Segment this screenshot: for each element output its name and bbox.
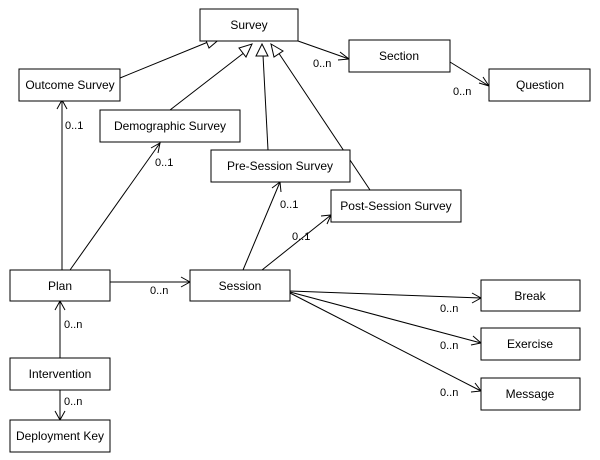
class-box-session[interactable]: Session <box>189 269 291 302</box>
inheritance-triangle-post-session <box>270 42 284 58</box>
class-box-deployment-key[interactable]: Deployment Key <box>9 419 111 453</box>
class-label-intervention: Intervention <box>29 367 92 381</box>
class-box-message[interactable]: Message <box>480 377 581 411</box>
class-label-outcome-survey: Outcome Survey <box>25 78 114 92</box>
edge-session-to-exercise <box>289 291 482 344</box>
arrowhead-demographic <box>150 142 161 154</box>
multiplicity-intervention-plan: 0..n <box>64 319 82 331</box>
multiplicity-plan-demographic: 0..1 <box>155 157 173 169</box>
multiplicity-plan-session: 0..n <box>150 285 168 297</box>
multiplicity-session-exercise: 0..n <box>440 340 458 352</box>
class-box-question[interactable]: Question <box>488 68 591 102</box>
arrowhead-message <box>470 382 482 393</box>
class-label-message: Message <box>506 387 555 401</box>
class-box-section[interactable]: Section <box>348 39 451 73</box>
class-label-plan: Plan <box>48 279 72 293</box>
multiplicity-intervention-key: 0..n <box>64 396 82 408</box>
class-box-post-session-survey[interactable]: Post-Session Survey <box>330 189 462 223</box>
multiplicity-session-message: 0..n <box>440 387 458 399</box>
class-label-demographic-survey: Demographic Survey <box>114 119 226 133</box>
multiplicity-session-break: 0..n <box>440 303 458 315</box>
class-box-pre-session-survey[interactable]: Pre-Session Survey <box>210 149 351 183</box>
edge-outcome-to-survey <box>119 39 214 79</box>
edge-session-to-break <box>289 290 482 299</box>
class-label-pre-session-survey: Pre-Session Survey <box>227 159 333 173</box>
class-label-section: Section <box>379 49 419 63</box>
class-box-plan[interactable]: Plan <box>9 269 111 302</box>
inheritance-triangle-pre-session <box>255 42 269 57</box>
edge-post-session-to-survey <box>277 51 371 191</box>
edge-demographic-to-survey <box>169 51 246 111</box>
class-label-post-session-survey: Post-Session Survey <box>340 199 451 213</box>
class-box-outcome-survey[interactable]: Outcome Survey <box>18 68 121 102</box>
multiplicity-survey-section: 0..n <box>313 58 331 70</box>
class-label-exercise: Exercise <box>507 337 553 351</box>
class-box-intervention[interactable]: Intervention <box>9 357 111 391</box>
inheritance-triangle-demographic <box>238 43 253 58</box>
class-box-demographic-survey[interactable]: Demographic Survey <box>99 109 241 143</box>
arrowhead-question <box>478 76 491 87</box>
edge-plan-to-demographic <box>69 142 161 271</box>
class-label-question: Question <box>516 78 564 92</box>
class-label-survey: Survey <box>230 18 267 32</box>
multiplicity-session-post: 0..1 <box>292 231 310 243</box>
class-box-exercise[interactable]: Exercise <box>480 327 581 361</box>
edge-session-to-pre-session <box>242 181 281 271</box>
edge-session-to-message <box>289 292 482 392</box>
multiplicity-session-pre: 0..1 <box>280 199 298 211</box>
edge-session-to-post-session <box>261 214 332 271</box>
edge-survey-to-section <box>297 40 350 60</box>
edge-pre-session-to-survey <box>262 54 269 151</box>
multiplicity-labels: 0..n 0..n 0..1 0..1 0..1 0..1 0..n 0..n … <box>64 58 471 408</box>
class-label-deployment-key: Deployment Key <box>16 429 104 443</box>
edges <box>54 36 491 422</box>
edge-section-to-question <box>449 61 490 87</box>
multiplicity-section-question: 0..n <box>453 86 471 98</box>
class-box-break[interactable]: Break <box>480 279 581 312</box>
multiplicity-plan-outcome: 0..1 <box>65 120 83 132</box>
class-box-survey[interactable]: Survey <box>199 8 299 42</box>
class-label-session: Session <box>219 279 262 293</box>
class-label-break: Break <box>514 289 546 303</box>
